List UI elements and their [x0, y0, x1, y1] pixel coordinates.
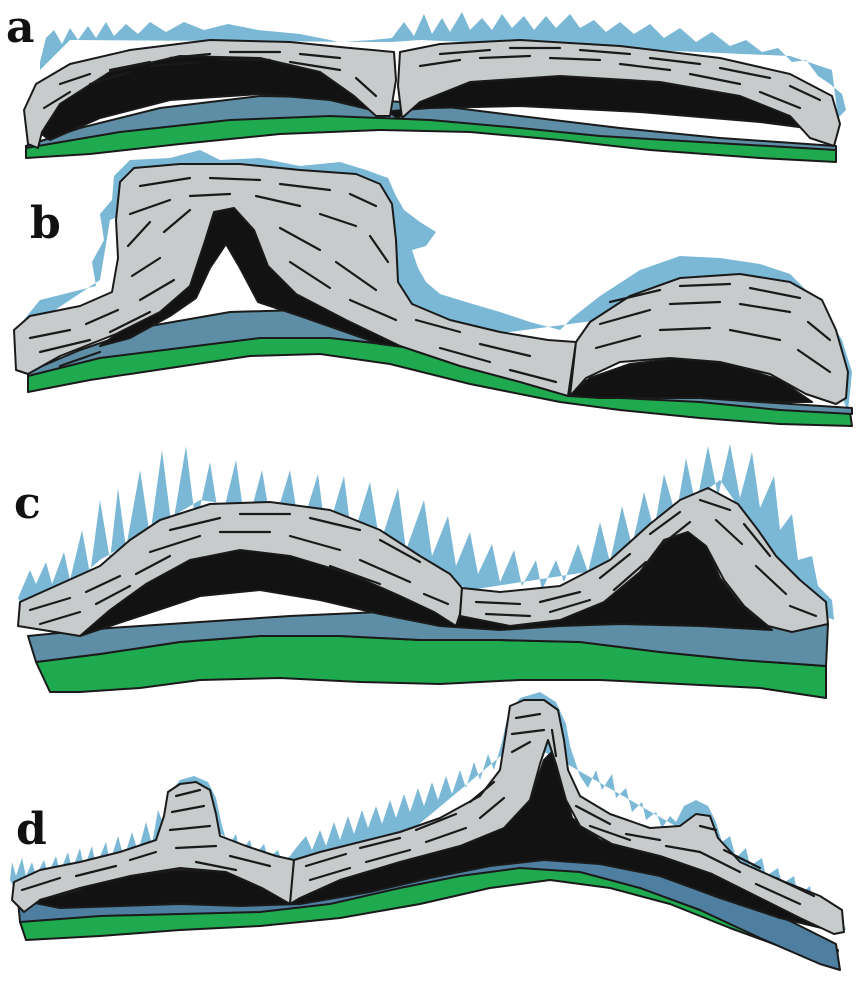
panel-label-d: d: [16, 804, 47, 855]
panel-c: [18, 444, 834, 698]
panel-a: [24, 12, 846, 162]
panel-d: [10, 692, 846, 970]
panel-b: [14, 150, 852, 426]
panel-label-a: a: [6, 2, 35, 53]
panel-label-b: b: [30, 198, 61, 249]
panel-label-c: c: [14, 478, 41, 529]
